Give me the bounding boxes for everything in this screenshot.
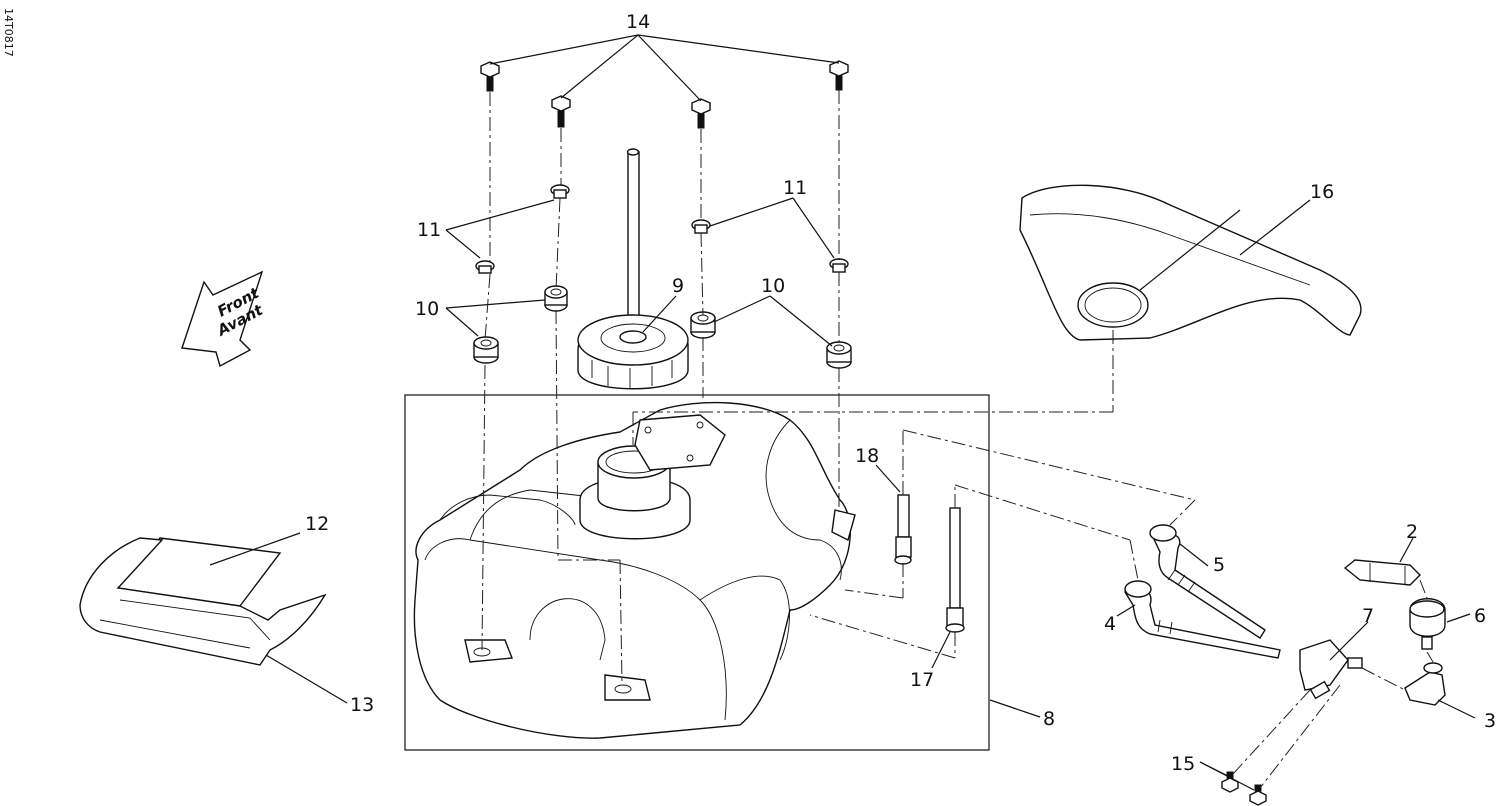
- fuel-tank-8: [404, 394, 1041, 751]
- callout-15: 15: [1171, 753, 1195, 775]
- callout-17: 17: [910, 669, 934, 691]
- callout-8: 8: [1043, 708, 1055, 730]
- callout-11-left: 11: [417, 219, 441, 241]
- bolts-14: [480, 34, 849, 129]
- callout-12: 12: [305, 513, 329, 535]
- callout-11-right: 11: [783, 177, 807, 199]
- grommets-10: [445, 285, 852, 369]
- callout-7: 7: [1362, 605, 1374, 627]
- tank-cover-16: [1019, 184, 1362, 341]
- callout-4: 4: [1104, 613, 1116, 635]
- assembly-lines: [481, 90, 1434, 789]
- bolt-2: [551, 95, 571, 128]
- front-direction-arrow: Front Avant: [181, 270, 266, 368]
- callout-6: 6: [1474, 605, 1486, 627]
- bolt-3: [691, 98, 711, 129]
- callout-18: 18: [855, 445, 879, 467]
- callout-10-right: 10: [761, 275, 785, 297]
- callout-9: 9: [672, 275, 684, 297]
- callout-2: 2: [1406, 521, 1418, 543]
- callout-13: 13: [350, 694, 374, 716]
- pins-17-18: [875, 464, 965, 669]
- fuel-cap-9: [577, 148, 689, 390]
- bolt-4: [829, 60, 849, 91]
- callout-5: 5: [1213, 554, 1225, 576]
- callout-10-left: 10: [415, 298, 439, 320]
- callout-labels: 2 3 4 5 6 7 8 9 10 10 11 11 12 13 14 15 …: [305, 11, 1496, 775]
- fuel-lines-and-valve: [1116, 524, 1476, 806]
- heat-shield-12-13: [79, 532, 348, 704]
- callout-3: 3: [1484, 710, 1496, 732]
- callout-16: 16: [1310, 181, 1334, 203]
- callout-14: 14: [626, 11, 650, 33]
- diagram-code: 14T0817: [2, 8, 15, 57]
- bolt-1: [480, 61, 500, 92]
